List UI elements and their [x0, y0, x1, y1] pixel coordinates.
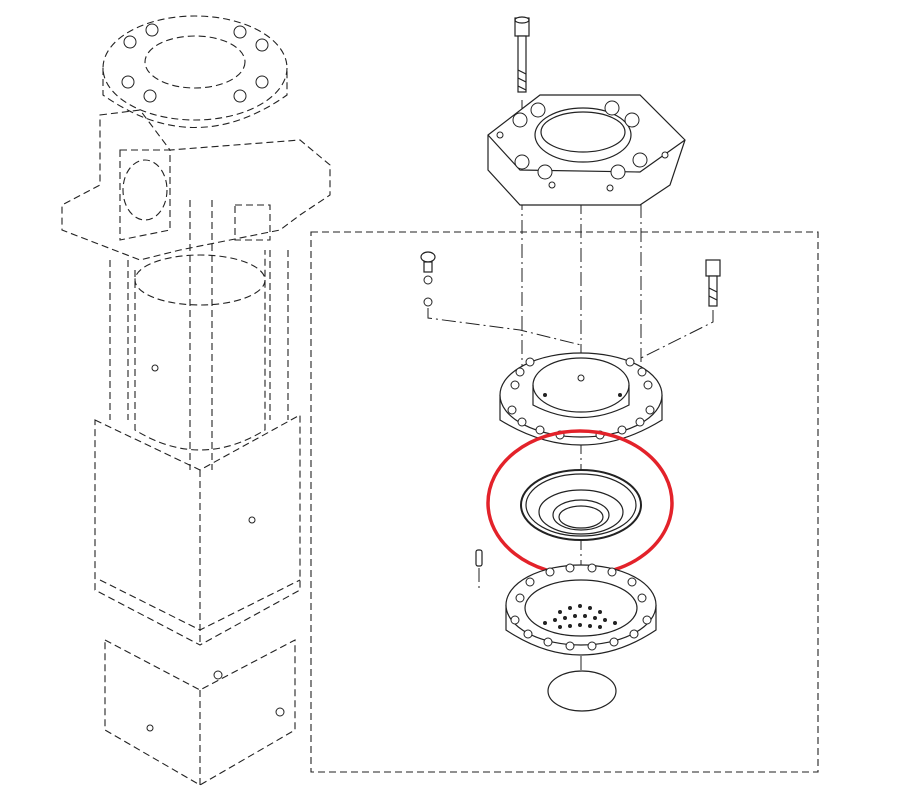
cap-screw-right	[640, 259, 721, 359]
bottom-disc	[547, 670, 617, 712]
set-screw-left	[420, 251, 582, 346]
subassembly-frame	[310, 231, 819, 773]
lower-ring	[505, 563, 657, 656]
dowel-pin	[475, 549, 483, 590]
upper-housing	[499, 352, 663, 446]
mounting-plate	[487, 94, 686, 206]
cap-screw-top	[514, 16, 530, 93]
diaphragm	[520, 469, 642, 541]
actuator-assembly	[61, 15, 331, 786]
